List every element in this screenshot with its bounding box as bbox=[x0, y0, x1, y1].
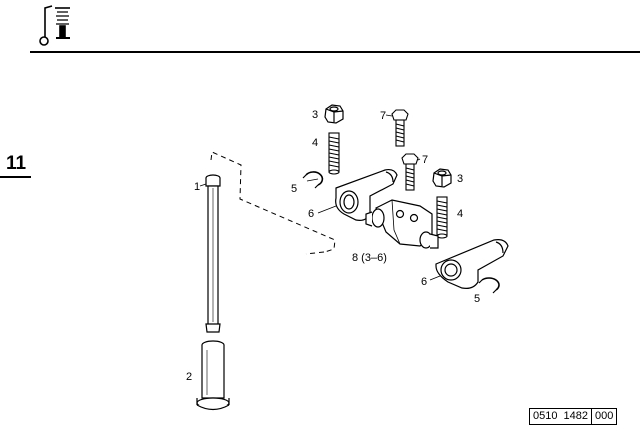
callout-6-upper: 6 bbox=[308, 208, 314, 220]
callout-1: 1 bbox=[194, 181, 200, 193]
callout-8: 8 (3–6) bbox=[352, 252, 387, 264]
section-underline bbox=[0, 176, 31, 178]
nut-upper bbox=[324, 104, 344, 124]
callout-7-lower: 7 bbox=[422, 154, 428, 166]
rocker-arm-lower bbox=[435, 239, 509, 289]
callout-leaders bbox=[199, 114, 441, 281]
callout-2: 2 bbox=[186, 371, 192, 383]
push-rod bbox=[205, 174, 221, 333]
adjusting-screw-upper bbox=[328, 132, 340, 175]
tappet bbox=[196, 340, 230, 411]
circlip-upper bbox=[302, 171, 324, 189]
nut-lower bbox=[432, 168, 452, 188]
callout-4-upper: 4 bbox=[312, 137, 318, 149]
bolt-lower bbox=[401, 153, 419, 191]
callout-3-lower: 3 bbox=[457, 173, 463, 185]
callout-3-upper: 3 bbox=[312, 109, 318, 121]
header-rule bbox=[30, 51, 640, 53]
valve-spring-icon bbox=[39, 5, 70, 46]
rocker-bracket bbox=[365, 199, 439, 249]
circlip-lower bbox=[478, 277, 500, 294]
section-number: 11 bbox=[6, 153, 27, 174]
reference-code-c: 000 bbox=[590, 409, 616, 424]
reference-code-a: 0510 bbox=[533, 410, 558, 422]
bolt-upper bbox=[391, 109, 409, 147]
reference-code-b: 1482 bbox=[563, 410, 588, 422]
callout-7-upper: 7 bbox=[380, 110, 386, 122]
adjusting-screw-lower bbox=[436, 196, 448, 239]
callout-5-upper: 5 bbox=[291, 183, 297, 195]
callout-6-lower: 6 bbox=[421, 276, 427, 288]
callout-5-lower: 5 bbox=[474, 293, 480, 305]
callout-4-lower: 4 bbox=[457, 208, 463, 220]
reference-code-box: 0510 1482 000 bbox=[529, 408, 618, 425]
dashed-leader bbox=[210, 151, 336, 255]
